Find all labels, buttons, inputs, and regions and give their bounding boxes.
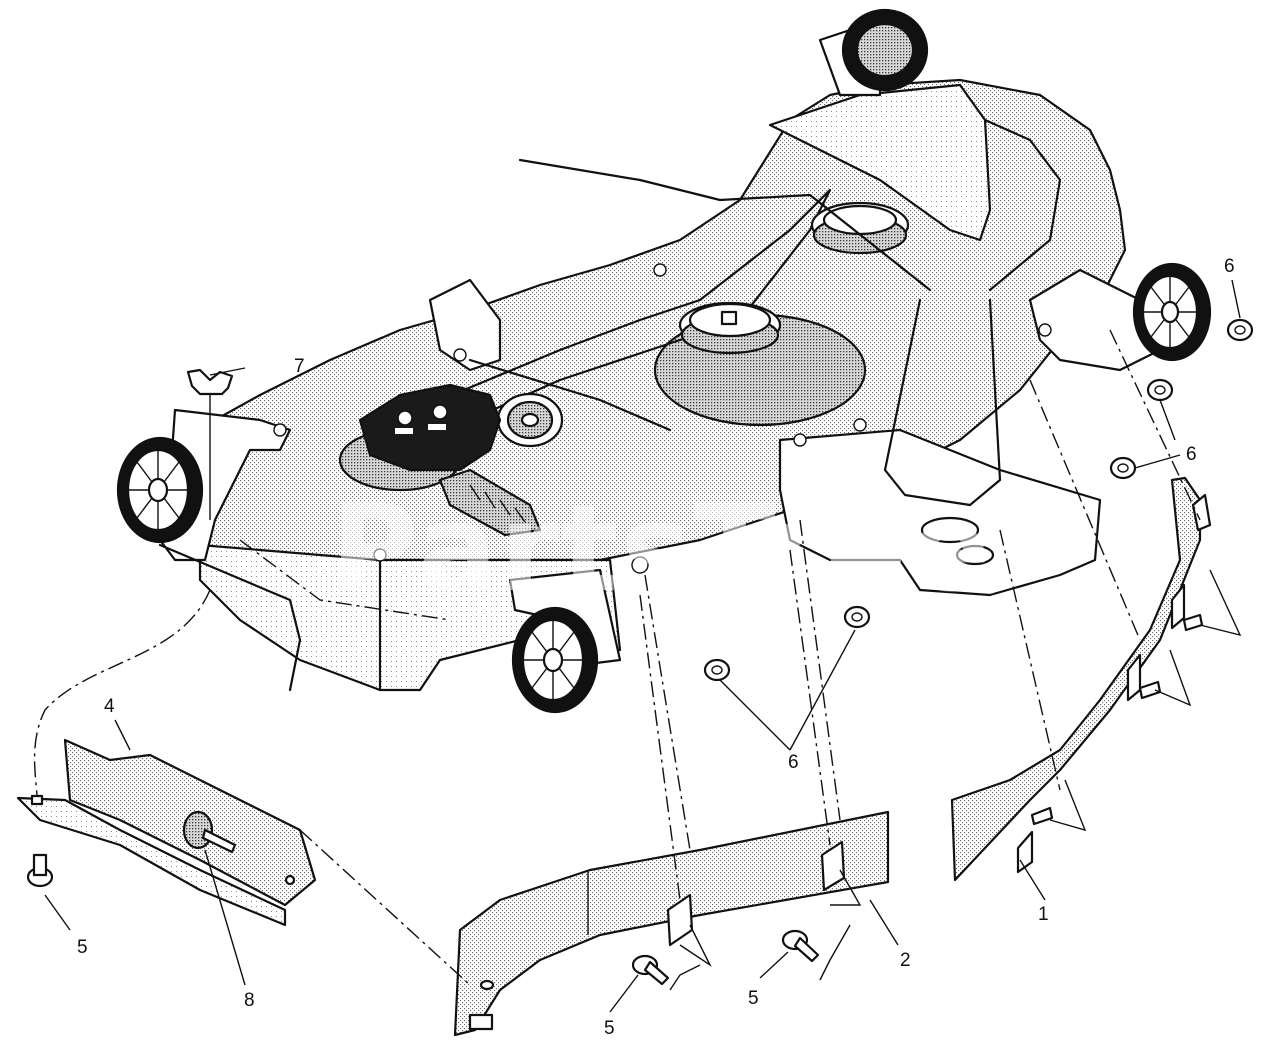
callout-7: 7 <box>294 356 305 377</box>
callout-1: 1 <box>1038 904 1049 925</box>
hex-nut-4 <box>843 605 871 629</box>
callout-5-right: 5 <box>748 988 759 1009</box>
hex-nut-3 <box>1109 456 1137 480</box>
tension-spring <box>438 468 542 537</box>
mower-deck <box>158 28 1162 692</box>
callout-2: 2 <box>900 950 911 971</box>
bolt-right <box>781 929 820 963</box>
bolt-mid <box>631 954 670 986</box>
front-left-wheel <box>116 436 204 544</box>
bolt-left <box>26 853 54 888</box>
wing-nut <box>186 368 234 396</box>
rear-pulley <box>810 201 910 255</box>
carriage-bolt <box>182 810 237 854</box>
hex-nut-5 <box>703 658 731 682</box>
idler-pulley <box>496 392 564 448</box>
callout-4: 4 <box>104 696 115 717</box>
lift-handle <box>883 298 1002 507</box>
link-arm <box>518 158 932 292</box>
part-4-left-skirt <box>16 738 317 927</box>
height-adjust-plate <box>428 278 502 372</box>
leader-lines <box>33 279 1242 1013</box>
drive-belt <box>438 188 832 422</box>
callouts: 1 2 4 5 5 5 6 6 6 7 8 <box>77 256 1235 1039</box>
callout-5-mid: 5 <box>604 1018 615 1039</box>
rear-right-wheel <box>1132 262 1212 362</box>
front-right-wheel <box>511 606 599 714</box>
callout-6-center: 6 <box>788 752 799 773</box>
gauge-wheels <box>116 8 1212 714</box>
callout-8: 8 <box>244 990 255 1011</box>
rear-belt-cover <box>768 83 992 242</box>
rear-bracket <box>1028 268 1162 372</box>
callout-6-top: 6 <box>1224 256 1235 277</box>
hex-nut-1 <box>1226 318 1254 342</box>
callout-5-left: 5 <box>77 937 88 958</box>
rear-top-wheel <box>841 8 929 92</box>
center-pulley <box>678 301 782 355</box>
deck-rail <box>158 543 302 692</box>
fasteners <box>26 318 1254 986</box>
callout-6-right: 6 <box>1186 444 1197 465</box>
watermark: PartsTree <box>330 480 992 619</box>
hex-nut-2 <box>1146 378 1174 402</box>
part-2-front-skirt <box>453 810 890 1037</box>
front-rod <box>468 358 672 432</box>
